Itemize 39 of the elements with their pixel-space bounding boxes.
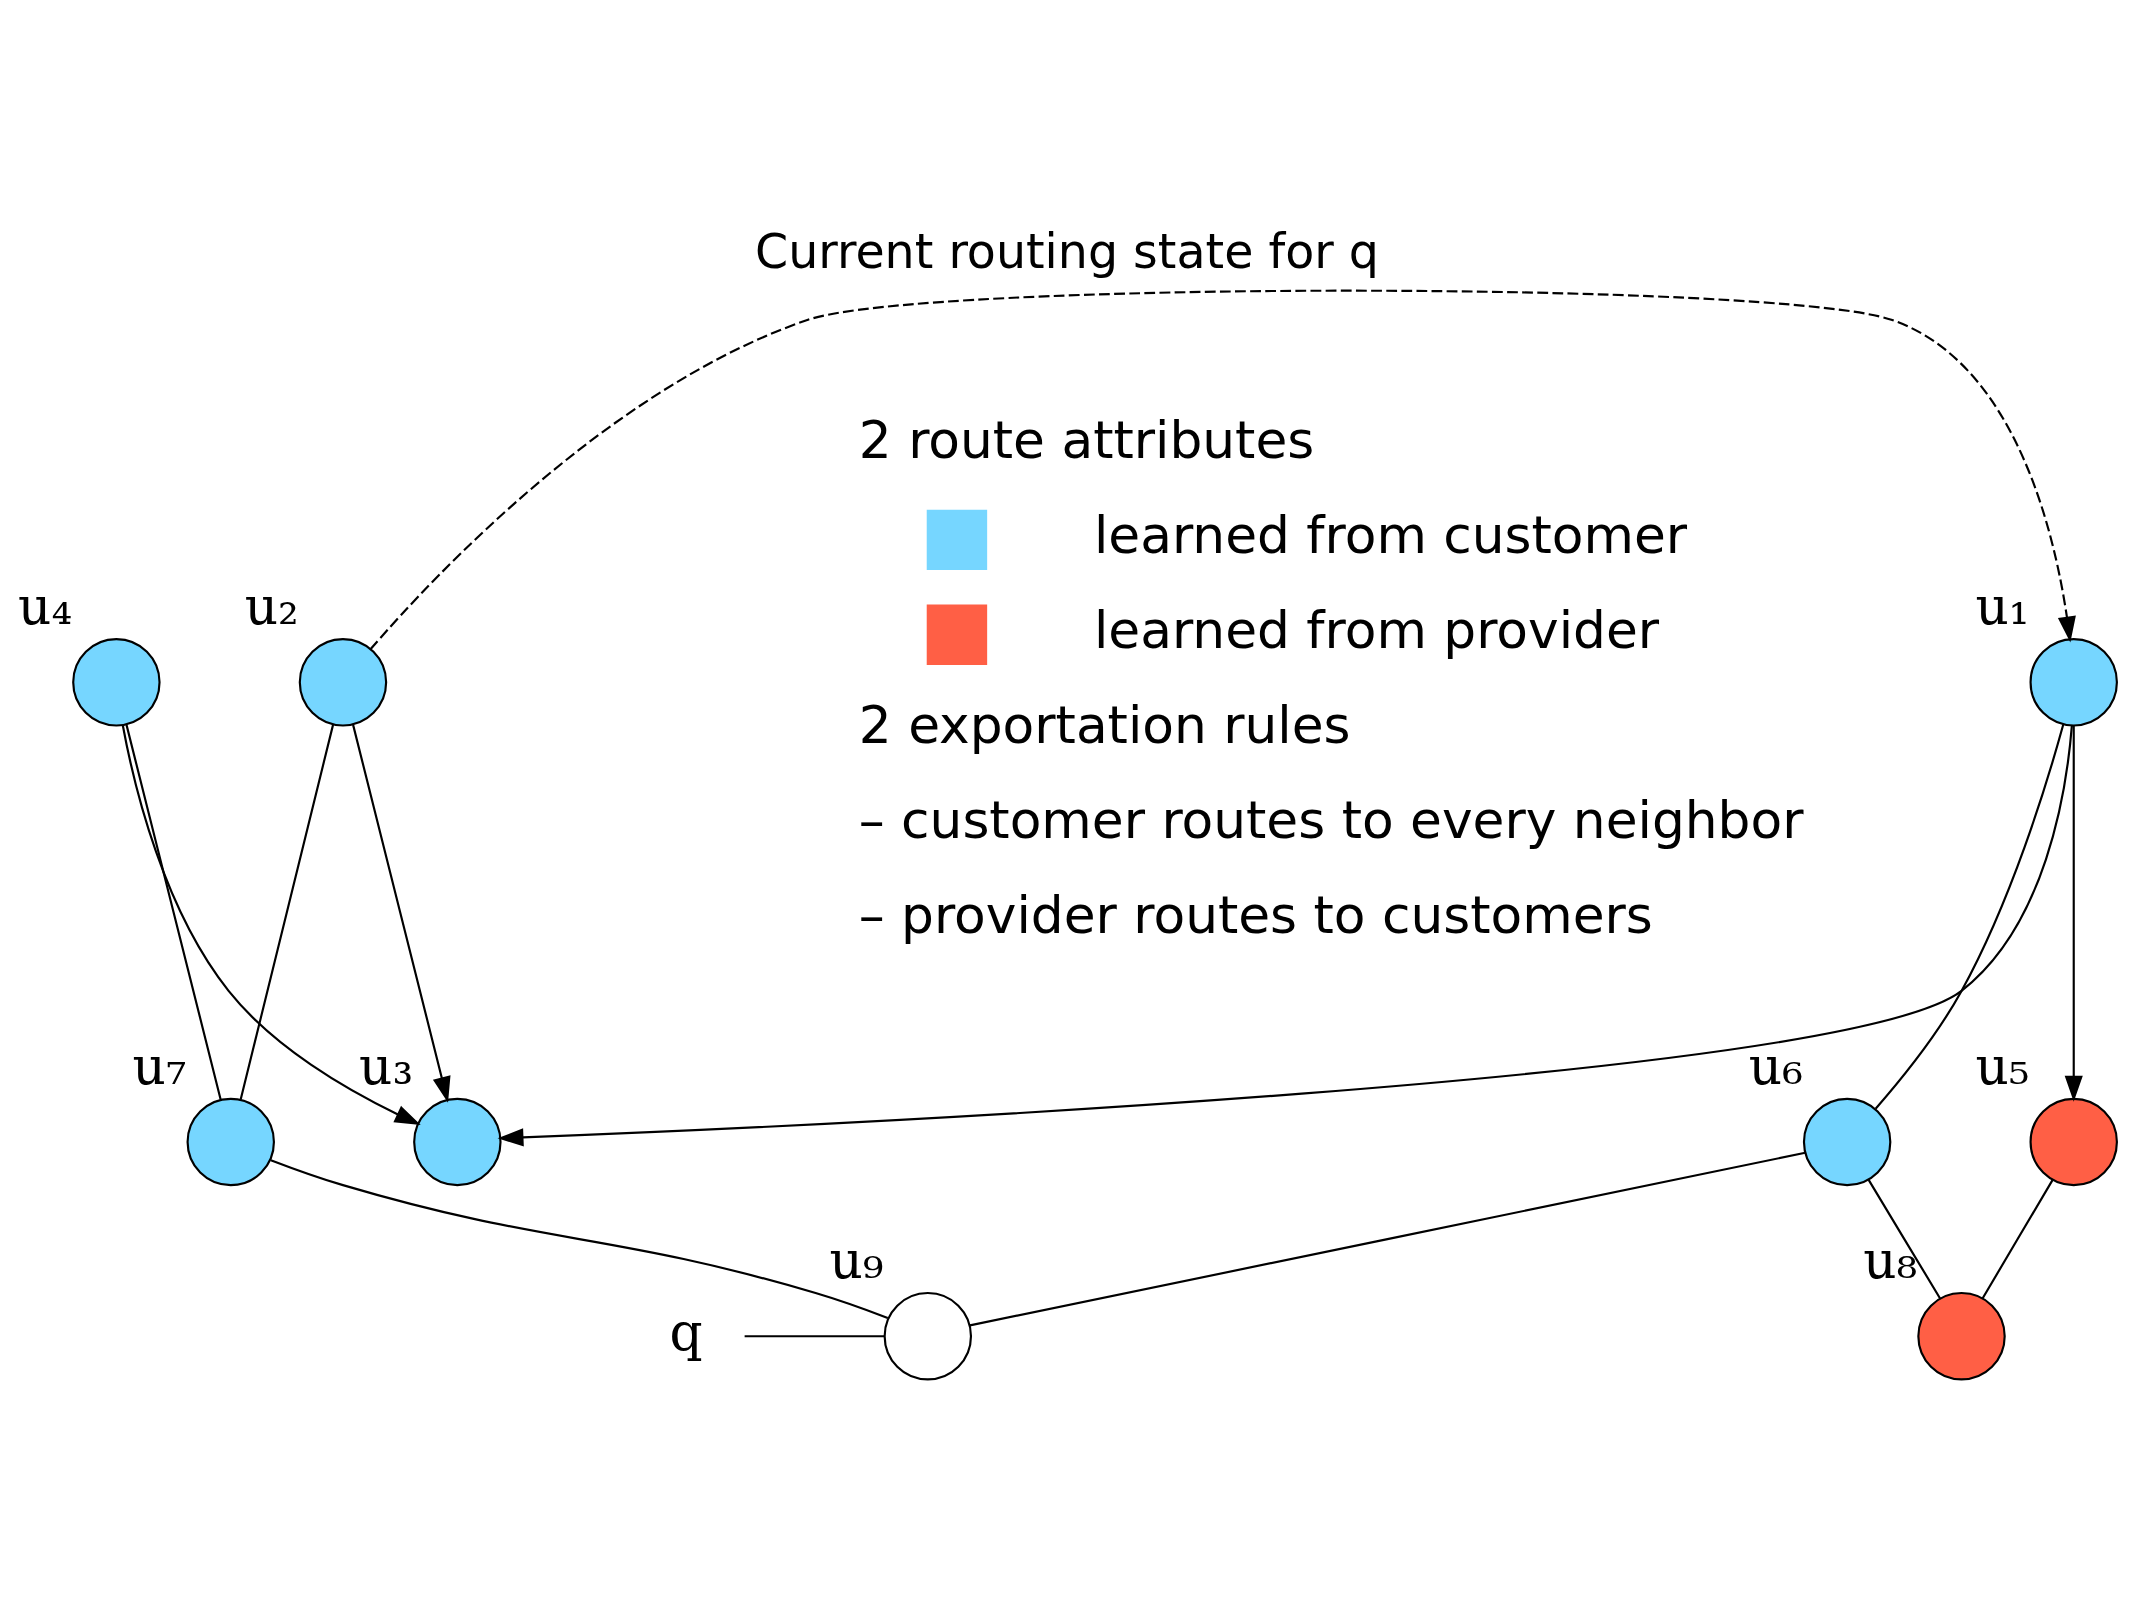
legend-label: learned from customer (1093, 504, 1688, 565)
legend-label: learned from provider (1093, 599, 1660, 660)
node-label: u₉ (829, 1229, 884, 1290)
diagram-title: Current routing state for q (755, 223, 1379, 279)
connector (270, 1158, 889, 1319)
label: 2 route attributes (858, 409, 1315, 470)
arrow (352, 724, 451, 1103)
connector (744, 1334, 885, 1337)
node-circle (298, 637, 388, 727)
node-label: u₆ (1748, 1035, 1803, 1096)
node-label: u₄ (18, 575, 73, 636)
connector (969, 1151, 1806, 1326)
node-label: u₃ (359, 1035, 414, 1096)
label: 2 exportation rules (858, 694, 1351, 755)
node-label: u₇ (132, 1035, 187, 1096)
node-label: u₅ (1975, 1035, 2030, 1096)
label: – customer routes to every neighbor (858, 789, 1804, 850)
node-circle (413, 1097, 502, 1186)
connector (125, 724, 222, 1100)
connector (1981, 1178, 2054, 1299)
node-circle (72, 637, 161, 727)
node-circle (2029, 637, 2118, 727)
arrow (2064, 725, 2083, 1102)
node-label: u₁ (1975, 575, 2030, 636)
connector (1867, 1178, 1942, 1299)
node-text: q (669, 1301, 703, 1362)
node-circle (883, 1291, 973, 1380)
node-label: u₈ (1863, 1229, 1918, 1290)
arrow (121, 724, 421, 1125)
connector (239, 724, 335, 1100)
node-circle (1917, 1291, 2006, 1380)
arrow (369, 289, 2076, 650)
node-circle (1802, 1097, 1892, 1186)
connector (1874, 724, 2065, 1109)
node-circle (2029, 1097, 2118, 1186)
node-circle (186, 1097, 275, 1186)
arrow (497, 725, 2073, 1146)
label: – provider routes to customers (858, 884, 1653, 945)
node-label: u₂ (244, 575, 299, 636)
